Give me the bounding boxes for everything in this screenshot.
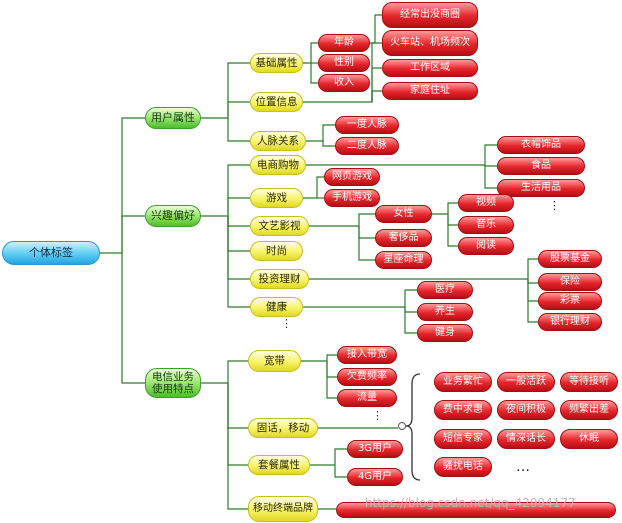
- leaf-waiting: 等待接听: [560, 372, 618, 392]
- leaf-food: 食品: [497, 157, 585, 175]
- node-terminal-brand: 移动终端品牌: [248, 496, 318, 522]
- leaf-web-game: 网页游戏: [324, 168, 380, 186]
- leaf-reading: 阅读: [458, 237, 514, 255]
- ellipsis-ecommerce: ⋮: [549, 199, 560, 212]
- leaf-harass: 骚扰电话: [434, 457, 492, 477]
- leaf-medical: 医疗: [417, 281, 473, 299]
- node-games: 游戏: [250, 188, 303, 208]
- leaf-sms: 短信专家: [434, 429, 492, 449]
- hub-circle: [398, 422, 406, 430]
- node-package: 套餐属性: [248, 455, 310, 475]
- leaf-traffic: 流量: [337, 389, 397, 407]
- node-culture: 文艺影视: [250, 216, 309, 236]
- leaf-lottery: 彩票: [538, 292, 602, 310]
- leaf-daily-goods: 生活用品: [497, 179, 585, 197]
- leaf-second-degree: 二度人脉: [335, 137, 399, 155]
- node-invest: 投资理财: [250, 269, 309, 289]
- leaf-wellness: 养生: [417, 303, 473, 321]
- leaf-frequent-area: 经常出没商圈: [382, 2, 478, 28]
- leaf-trips: 频繁出差: [560, 400, 618, 420]
- node-fashion: 时尚: [250, 241, 303, 261]
- leaf-access-bandwidth: 接入带宽: [337, 346, 397, 364]
- leaf-work-area: 工作区域: [382, 59, 478, 77]
- leaf-4g-user: 4G用户: [347, 468, 403, 486]
- leaf-fitness: 健身: [417, 324, 473, 342]
- leaf-age: 年龄: [318, 34, 370, 52]
- category-telecom: 电信业务 使用特点: [145, 368, 201, 398]
- leaf-female: 女性: [375, 205, 432, 223]
- leaf-stocks: 股票基金: [538, 250, 602, 268]
- leaf-income: 收入: [318, 74, 370, 92]
- root-node: 个体标签: [2, 241, 100, 265]
- category-interest: 兴趣偏好: [145, 205, 201, 227]
- leaf-terminal-brand: [336, 502, 616, 518]
- category-user: 用户属性: [145, 107, 201, 129]
- leaf-bank: 银行理财: [538, 313, 602, 331]
- node-health: 健康: [250, 297, 303, 317]
- leaf-home-address: 家庭住址: [382, 82, 478, 100]
- leaf-night: 夜间积极: [497, 400, 555, 420]
- node-fixed-mobile: 固话，移动: [248, 418, 318, 438]
- ellipsis-usage: …: [516, 459, 530, 475]
- watermark: https://blog.csdn.net/qq_42994177: [365, 496, 576, 510]
- leaf-busy: 业务繁忙: [434, 372, 492, 392]
- leaf-horoscope: 星座命理: [375, 251, 432, 269]
- node-broadband: 宽带: [248, 350, 301, 372]
- leaf-video: 视频: [458, 194, 514, 212]
- leaf-sleep: 休眠: [560, 429, 618, 449]
- leaf-clothing: 衣帽饰品: [497, 136, 585, 154]
- leaf-first-degree: 一度人脉: [335, 116, 399, 134]
- leaf-insurance: 保险: [538, 273, 602, 291]
- leaf-music: 音乐: [458, 216, 514, 234]
- leaf-chat: 情深话长: [497, 429, 555, 449]
- leaf-job-seek: 费中求惠: [434, 400, 492, 420]
- node-ecommerce: 电商购物: [250, 155, 306, 175]
- leaf-mobile-game: 手机游戏: [324, 189, 380, 207]
- node-location: 位置信息: [250, 92, 303, 112]
- ellipsis-interest: ⋮: [281, 317, 292, 330]
- ellipsis-broadband: ⋮: [372, 409, 383, 422]
- leaf-gender: 性别: [318, 54, 370, 72]
- leaf-general: 一般活跃: [497, 372, 555, 392]
- node-basic-attributes: 基础属性: [250, 53, 303, 73]
- node-social: 人脉关系: [250, 131, 306, 151]
- leaf-3g-user: 3G用户: [347, 440, 403, 458]
- leaf-station-frequency: 火车站、机场频次: [382, 30, 478, 56]
- leaf-luxury: 奢侈品: [375, 229, 432, 247]
- leaf-arrears-frequency: 欠费频率: [337, 368, 397, 386]
